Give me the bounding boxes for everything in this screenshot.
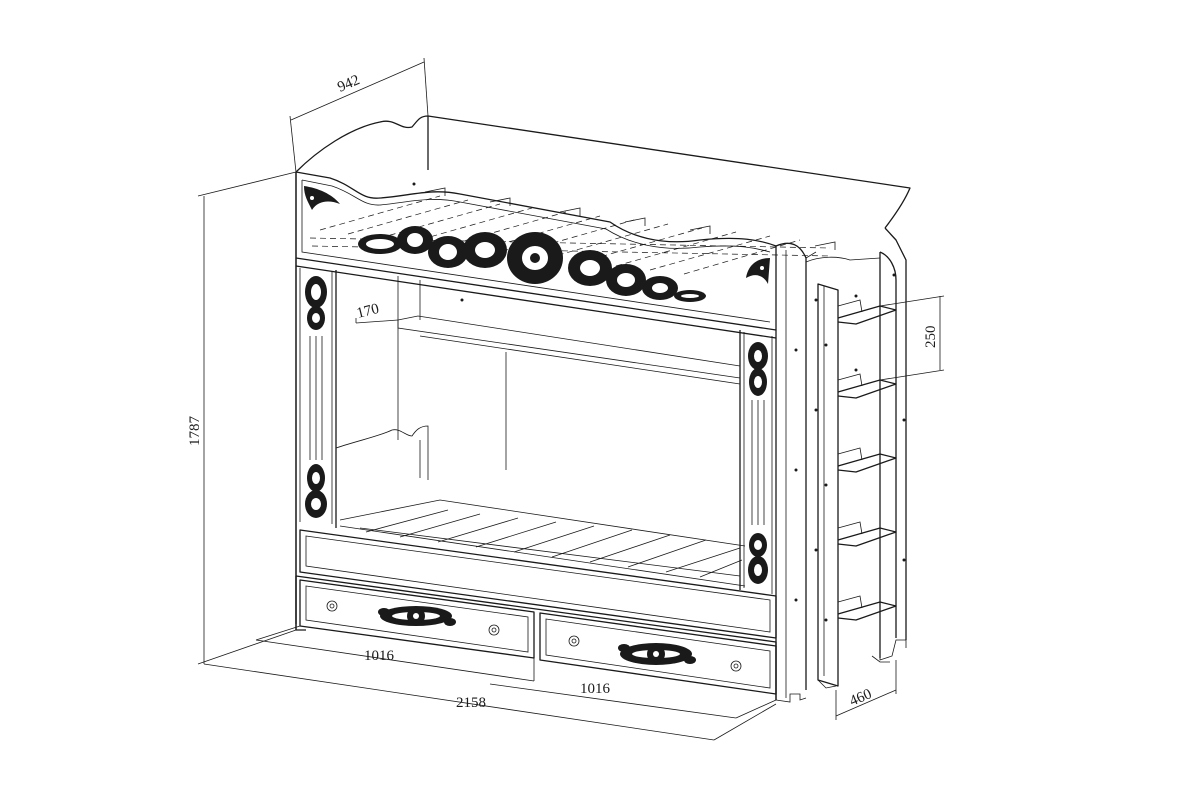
bed-frame-outline bbox=[295, 115, 911, 703]
corner-ornaments bbox=[304, 186, 770, 284]
dimension-ladder-depth: 460 bbox=[835, 660, 897, 720]
drawer-width-2-label: 1016 bbox=[580, 681, 611, 697]
assembly-holes bbox=[412, 182, 906, 622]
right-post-ornament bbox=[748, 342, 768, 584]
drawer-width-1-label: 1016 bbox=[364, 648, 395, 664]
dimension-shelf: 170 bbox=[355, 301, 399, 324]
dimension-drawer-2: 1016 bbox=[489, 681, 777, 719]
ladder-step-label: 250 bbox=[923, 326, 939, 349]
length-label: 2158 bbox=[456, 695, 486, 711]
dimension-length: 2158 bbox=[203, 663, 777, 741]
depth-label: 942 bbox=[335, 72, 362, 96]
ladder-depth-label: 460 bbox=[847, 686, 874, 710]
dimension-height: 1787 bbox=[187, 171, 297, 665]
top-rail-ornament bbox=[358, 226, 706, 302]
drawer-1-ornament bbox=[378, 606, 456, 626]
left-post-ornament bbox=[305, 276, 327, 518]
height-label: 1787 bbox=[187, 416, 203, 447]
dimension-drawer-1: 1016 bbox=[255, 625, 535, 682]
drawer-2-ornament bbox=[618, 643, 696, 665]
drawer-knobs bbox=[326, 600, 742, 672]
dimension-ladder-step: 250 bbox=[879, 295, 945, 381]
shelf-depth-label: 170 bbox=[355, 301, 381, 322]
dimension-depth: 942 bbox=[289, 57, 429, 173]
